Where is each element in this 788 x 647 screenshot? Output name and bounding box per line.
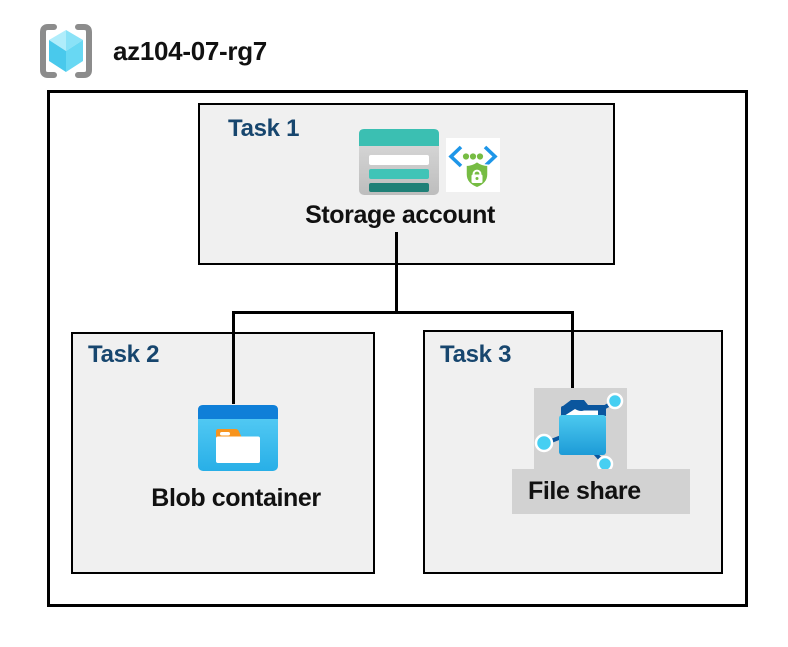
task2-label: Task 2 bbox=[88, 341, 160, 368]
task3-label: Task 3 bbox=[440, 341, 512, 368]
file-share-icon bbox=[534, 392, 624, 472]
connector-horizontal bbox=[232, 311, 574, 314]
resource-group-icon bbox=[40, 24, 92, 78]
connector-to-blob bbox=[232, 311, 235, 404]
connector-to-fileshare bbox=[571, 311, 574, 388]
file-share-label-band: File share bbox=[512, 469, 690, 514]
storage-account-icon bbox=[359, 129, 439, 195]
blob-container-icon bbox=[198, 405, 278, 471]
connector-storage-down bbox=[395, 232, 398, 313]
secure-access-badge-icon bbox=[446, 138, 500, 192]
file-share-icon-background bbox=[534, 388, 627, 472]
resource-group-title: az104-07-rg7 bbox=[113, 35, 267, 66]
storage-account-label: Storage account bbox=[305, 201, 495, 229]
blob-container-label: Blob container bbox=[151, 484, 321, 512]
task1-box: Task 1 Storage account bbox=[198, 103, 615, 265]
file-share-label: File share bbox=[528, 477, 641, 505]
task1-label: Task 1 bbox=[228, 115, 300, 142]
task2-box: Task 2 Blob container bbox=[71, 332, 375, 574]
resource-group-header: az104-07-rg7 bbox=[35, 20, 267, 82]
